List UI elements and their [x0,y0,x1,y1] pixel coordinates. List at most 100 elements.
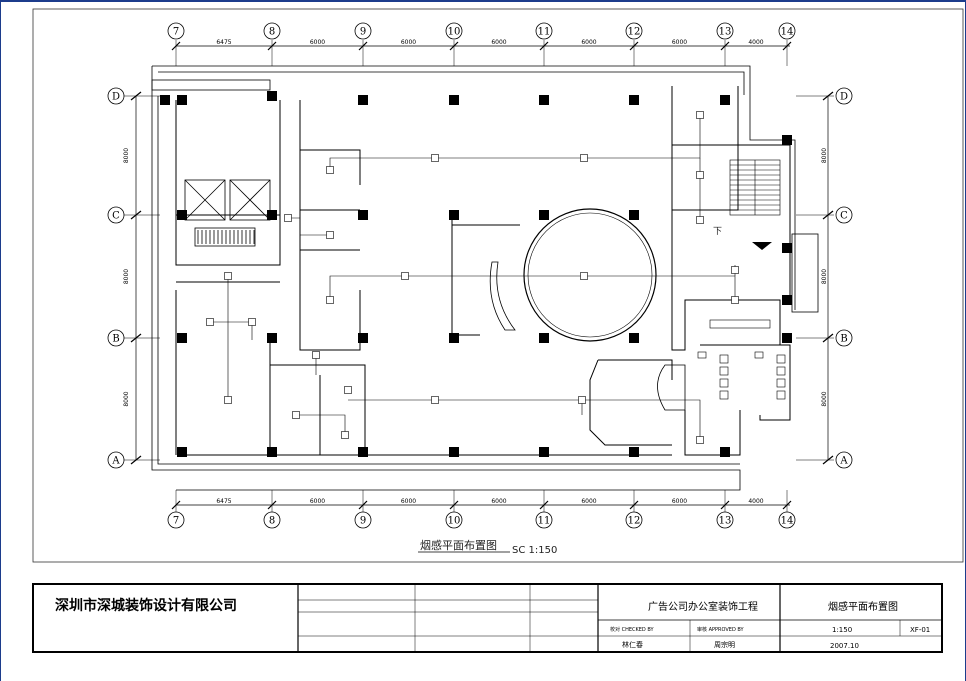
dim-left-0: 8000 [123,148,130,163]
axis-bubble-top-8: 8 [263,22,281,40]
svg-text:13: 13 [719,516,732,527]
smoke-detector-22 [292,411,300,419]
axis-bubble-right-D: D [835,87,853,105]
column-5 [539,95,549,105]
smoke-detector-20 [578,396,586,404]
smoke-detector-0 [326,166,334,174]
building-outline [151,65,819,491]
dim-bottom-4: 6000 [581,498,596,505]
dim-top-4: 6000 [581,39,596,46]
stairs [729,159,781,216]
smoke-detector-10 [580,272,588,280]
column-3 [358,95,368,105]
axis-bubble-top-13: 13 [716,22,734,40]
smoke-detector-16 [248,318,256,326]
title-block-scale: 1:150 [832,626,852,634]
axis-bubble-right-A: A [835,451,853,469]
svg-text:B: B [112,334,119,345]
dim-right-0: 8000 [821,148,828,163]
svg-text:8: 8 [269,516,275,527]
smoke-detector-23 [341,431,349,439]
axis-bubble-top-11: 11 [535,22,553,40]
column-16 [177,333,187,343]
svg-text:C: C [112,211,120,222]
svg-text:7: 7 [173,27,179,38]
svg-text:12: 12 [628,516,641,527]
svg-text:B: B [840,334,847,345]
column-17 [267,333,277,343]
dim-left-1: 8000 [123,269,130,284]
column-6 [629,95,639,105]
axis-bubble-bottom-7: 7 [167,511,185,529]
svg-text:14: 14 [781,27,794,38]
smoke-detector-3 [696,111,704,119]
structural-columns [160,91,792,457]
smoke-detector-8 [326,296,334,304]
dim-bottom-2: 6000 [401,498,416,505]
svg-text:C: C [840,211,848,222]
column-21 [629,333,639,343]
dim-left-2: 8000 [123,391,130,406]
axis-bubble-left-D: D [107,87,125,105]
axis-bubble-top-7: 7 [167,22,185,40]
column-27 [539,447,549,457]
column-14 [782,135,792,145]
axis-bubble-left-B: B [107,329,125,347]
axis-bubble-bottom-12: 12 [625,511,643,529]
svg-text:7: 7 [173,516,179,527]
axis-bubble-bottom-11: 11 [535,511,553,529]
checker-name: 林仁春 [622,640,643,649]
toilet-fixtures [697,319,786,400]
svg-text:9: 9 [360,516,366,527]
axis-lines [124,40,834,512]
svg-text:12: 12 [628,27,641,38]
column-7 [720,95,730,105]
approver-name: 周宗明 [714,640,735,649]
column-1 [177,95,187,105]
column-20 [539,333,549,343]
checked-label: 校对 CHECKED BY [610,626,655,633]
dim-top-1: 6000 [310,39,325,46]
smoke-detectors [206,111,739,444]
dim-bottom-3: 6000 [491,498,506,505]
svg-text:A: A [839,456,848,467]
project-name: 广告公司办公室装饰工程 [648,600,758,613]
smoke-detector-13 [224,272,232,280]
dim-right-2: 8000 [821,391,828,406]
column-22 [782,333,792,343]
dim-bottom-5: 6000 [672,498,687,505]
sheet-title: 烟感平面布置图 [828,600,898,613]
svg-text:10: 10 [448,27,461,38]
smoke-detector-19 [431,396,439,404]
axis-bubble-bottom-9: 9 [354,511,372,529]
column-18 [358,333,368,343]
dim-right-1: 8000 [821,269,828,284]
column-19 [449,333,459,343]
svg-text:14: 14 [781,516,794,527]
smoke-detector-4 [696,171,704,179]
axis-bubble-bottom-13: 13 [716,511,734,529]
column-8 [177,210,187,220]
round-meeting-room-inner [527,212,653,338]
smoke-detector-9 [401,272,409,280]
column-29 [720,447,730,457]
reception-curve [657,364,686,411]
smoke-detector-17 [312,351,320,359]
axis-bubble-bottom-10: 10 [445,511,463,529]
axis-bubble-top-14: 14 [778,22,796,40]
axis-bubble-left-C: C [107,206,125,224]
date: 2007.10 [830,642,859,650]
axis-bubble-bottom-8: 8 [263,511,281,529]
column-30 [782,295,792,305]
walls [175,86,791,456]
axis-bubble-top-9: 9 [354,22,372,40]
axis-bubble-top-10: 10 [445,22,463,40]
company-name: 深圳市深城装饰设计有限公司 [55,597,237,614]
column-2 [267,91,277,101]
dim-top-0: 6475 [216,39,231,46]
elevator-direction-mark: 下 [713,227,772,250]
smoke-detector-14 [224,396,232,404]
smoke-detector-5 [696,216,704,224]
